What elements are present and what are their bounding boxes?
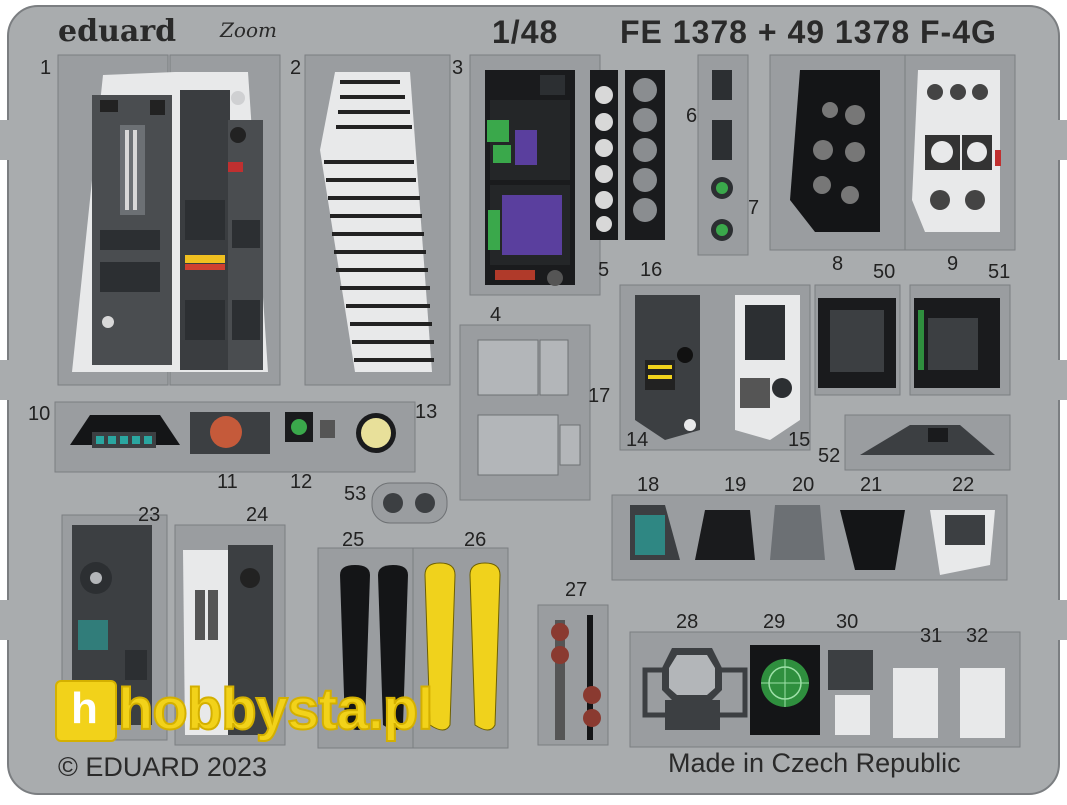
part-label: 31 (920, 625, 943, 647)
part-3-mfd-panel (469, 54, 601, 296)
part-2-placards (304, 54, 451, 386)
part-label: 1 (40, 57, 52, 79)
part-label: 4 (490, 304, 502, 326)
fret-tab (1057, 120, 1067, 160)
part-label: 2 (290, 57, 302, 79)
part-28-32-strip (629, 631, 1021, 748)
copyright-text: © EDUARD 2023 (58, 752, 267, 782)
part-6-7-small-panels (697, 54, 749, 256)
part-label: 17 (588, 385, 611, 407)
part-label: 7 (748, 197, 760, 219)
part-label: 23 (138, 504, 161, 526)
part-label: 15 (788, 429, 811, 451)
part-label: 19 (724, 474, 747, 496)
watermark-logo-icon: h (55, 680, 117, 742)
part-label: 14 (626, 429, 649, 451)
part-label: 32 (966, 625, 989, 647)
fret-tab (1057, 360, 1067, 400)
part-label: 53 (344, 483, 367, 505)
part-label: 12 (290, 471, 313, 493)
part-label: 16 (640, 259, 663, 281)
part-label: 20 (792, 474, 815, 496)
part-label: 26 (464, 529, 487, 551)
watermark-text: hobbysta.pl (117, 676, 434, 743)
part-10-13-strip (54, 401, 416, 473)
part-50-mfd (814, 284, 901, 396)
part-17-frame (459, 324, 591, 501)
part-53-knobs (371, 482, 448, 524)
part-16-gauge-strip (625, 70, 665, 240)
fret-tab (1057, 600, 1067, 640)
part-9-white-panel (904, 54, 1016, 251)
part-label: 21 (860, 474, 883, 496)
part-label: 52 (818, 445, 841, 467)
part-label: 28 (676, 611, 699, 633)
part-label: 51 (988, 261, 1011, 283)
part-14-15-console (619, 284, 811, 451)
part-18-22-strip (611, 494, 1008, 581)
part-52-glareshield (844, 414, 1011, 471)
part-label: 9 (947, 253, 959, 275)
product-title: FE 1378 + 49 1378 F-4G (620, 14, 997, 50)
watermark-logo-glyph: h (71, 684, 98, 733)
part-label: 3 (452, 57, 464, 79)
part-26-harness (412, 547, 509, 749)
part-label: 24 (246, 504, 269, 526)
part-27-straps (537, 604, 609, 746)
part-51-mfd (909, 284, 1011, 396)
fret-tab (0, 360, 10, 400)
part-label: 10 (28, 403, 51, 425)
part-label: 18 (637, 474, 660, 496)
part-label: 8 (832, 253, 844, 275)
fret-tab (0, 600, 10, 640)
brand-logo-text: eduard (58, 14, 177, 49)
origin-text: Made in Czech Republic (668, 748, 961, 778)
part-label: 5 (598, 259, 610, 281)
part-label: 6 (686, 105, 698, 127)
part-label: 11 (217, 471, 238, 493)
part-label: 27 (565, 579, 588, 601)
part-24-panel (174, 524, 286, 746)
part-label: 50 (873, 261, 896, 283)
fret-tab (0, 120, 10, 160)
part-label: 25 (342, 529, 365, 551)
part-8-black-panel (769, 54, 906, 251)
scale-text: 1/48 (492, 14, 559, 50)
brand-zoom-text: Zoom (220, 18, 277, 42)
part-label: 22 (952, 474, 975, 496)
part-1-main-panel (57, 54, 281, 386)
part-label: 29 (763, 611, 786, 633)
part-label: 13 (415, 401, 438, 423)
part-label: 30 (836, 611, 859, 633)
part-5-gauge-strip (590, 70, 618, 240)
